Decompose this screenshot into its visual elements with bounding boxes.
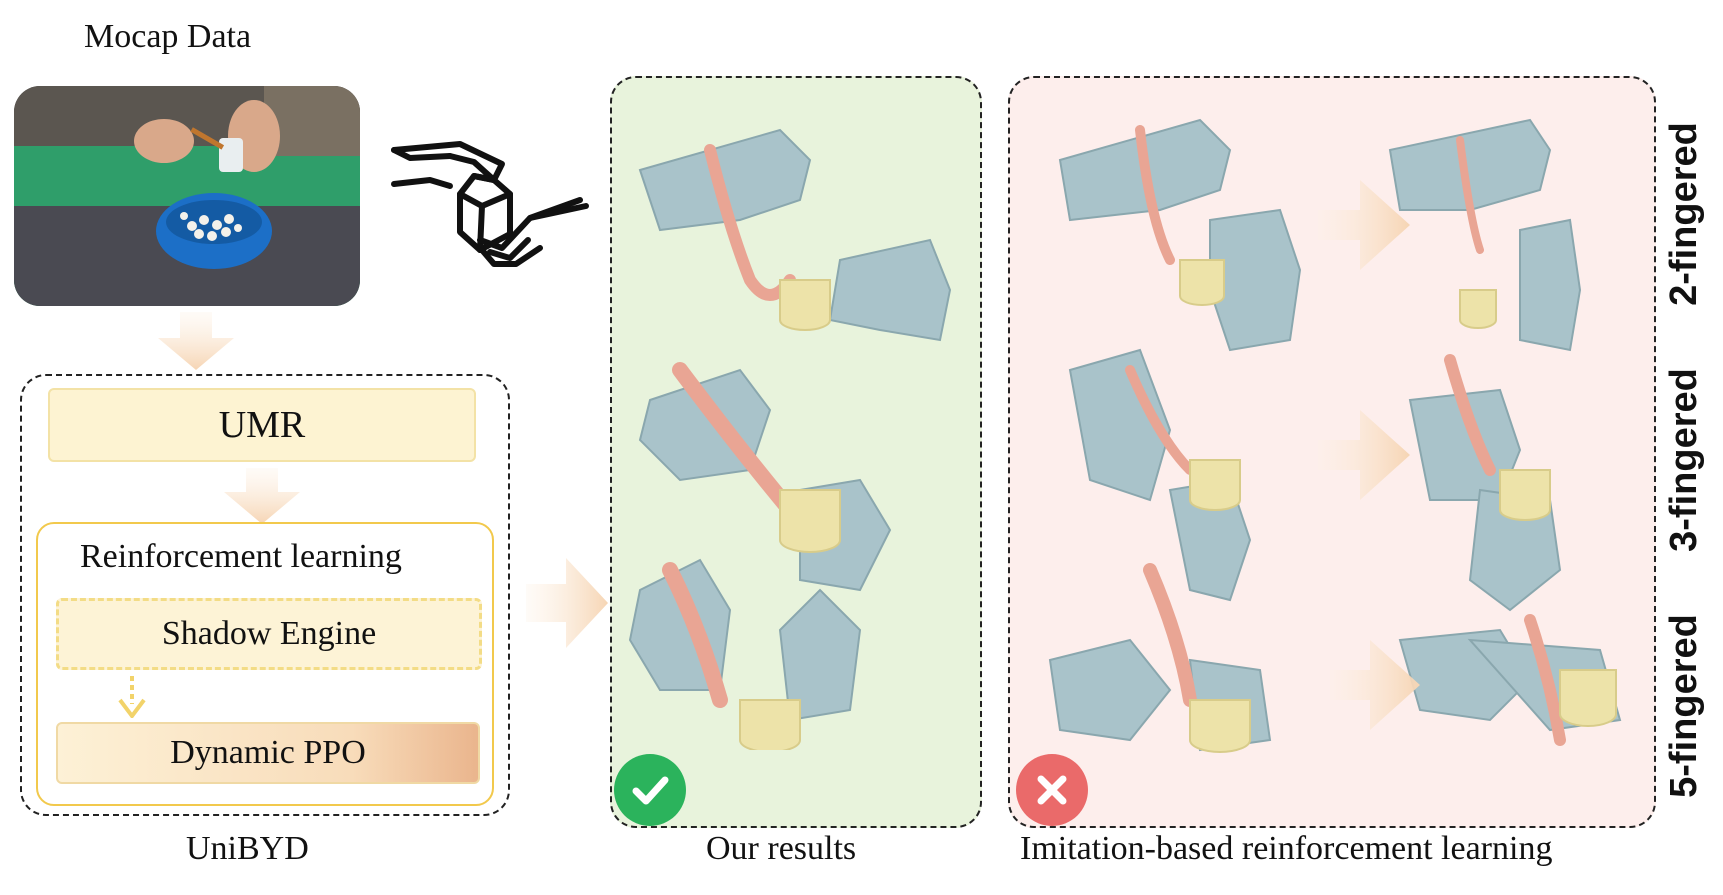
mocap-title: Mocap Data <box>84 18 252 55</box>
arrow-down-icon <box>158 312 234 370</box>
unibyd-caption: UniBYD <box>186 830 309 867</box>
arrow-down-icon <box>224 468 300 524</box>
arrow-right-icon <box>526 558 608 648</box>
dashed-arrow-icon <box>118 676 146 718</box>
row-label-5-fingered: 5-fingered <box>1663 614 1705 798</box>
unibyd-box <box>20 374 510 816</box>
results-renders <box>628 128 952 750</box>
row-label-2-fingered: 2-fingered <box>1663 122 1705 306</box>
dynamic-ppo-box: Dynamic PPO <box>56 722 480 784</box>
umr-box: UMR <box>48 388 476 462</box>
mocap-photo <box>14 86 360 306</box>
shadow-engine-box: Shadow Engine <box>56 598 482 670</box>
baseline-renders <box>1048 118 1622 753</box>
reinforcement-learning-label: Reinforcement learning <box>80 538 402 575</box>
check-icon <box>614 754 686 826</box>
cross-icon <box>1016 754 1088 826</box>
baseline-caption: Imitation-based reinforcement learning <box>1020 830 1553 867</box>
row-label-3-fingered: 3-fingered <box>1663 368 1705 552</box>
our-results-caption: Our results <box>706 830 857 867</box>
reinforcement-learning-box <box>36 522 494 806</box>
hand-grasp-icon <box>391 141 589 267</box>
